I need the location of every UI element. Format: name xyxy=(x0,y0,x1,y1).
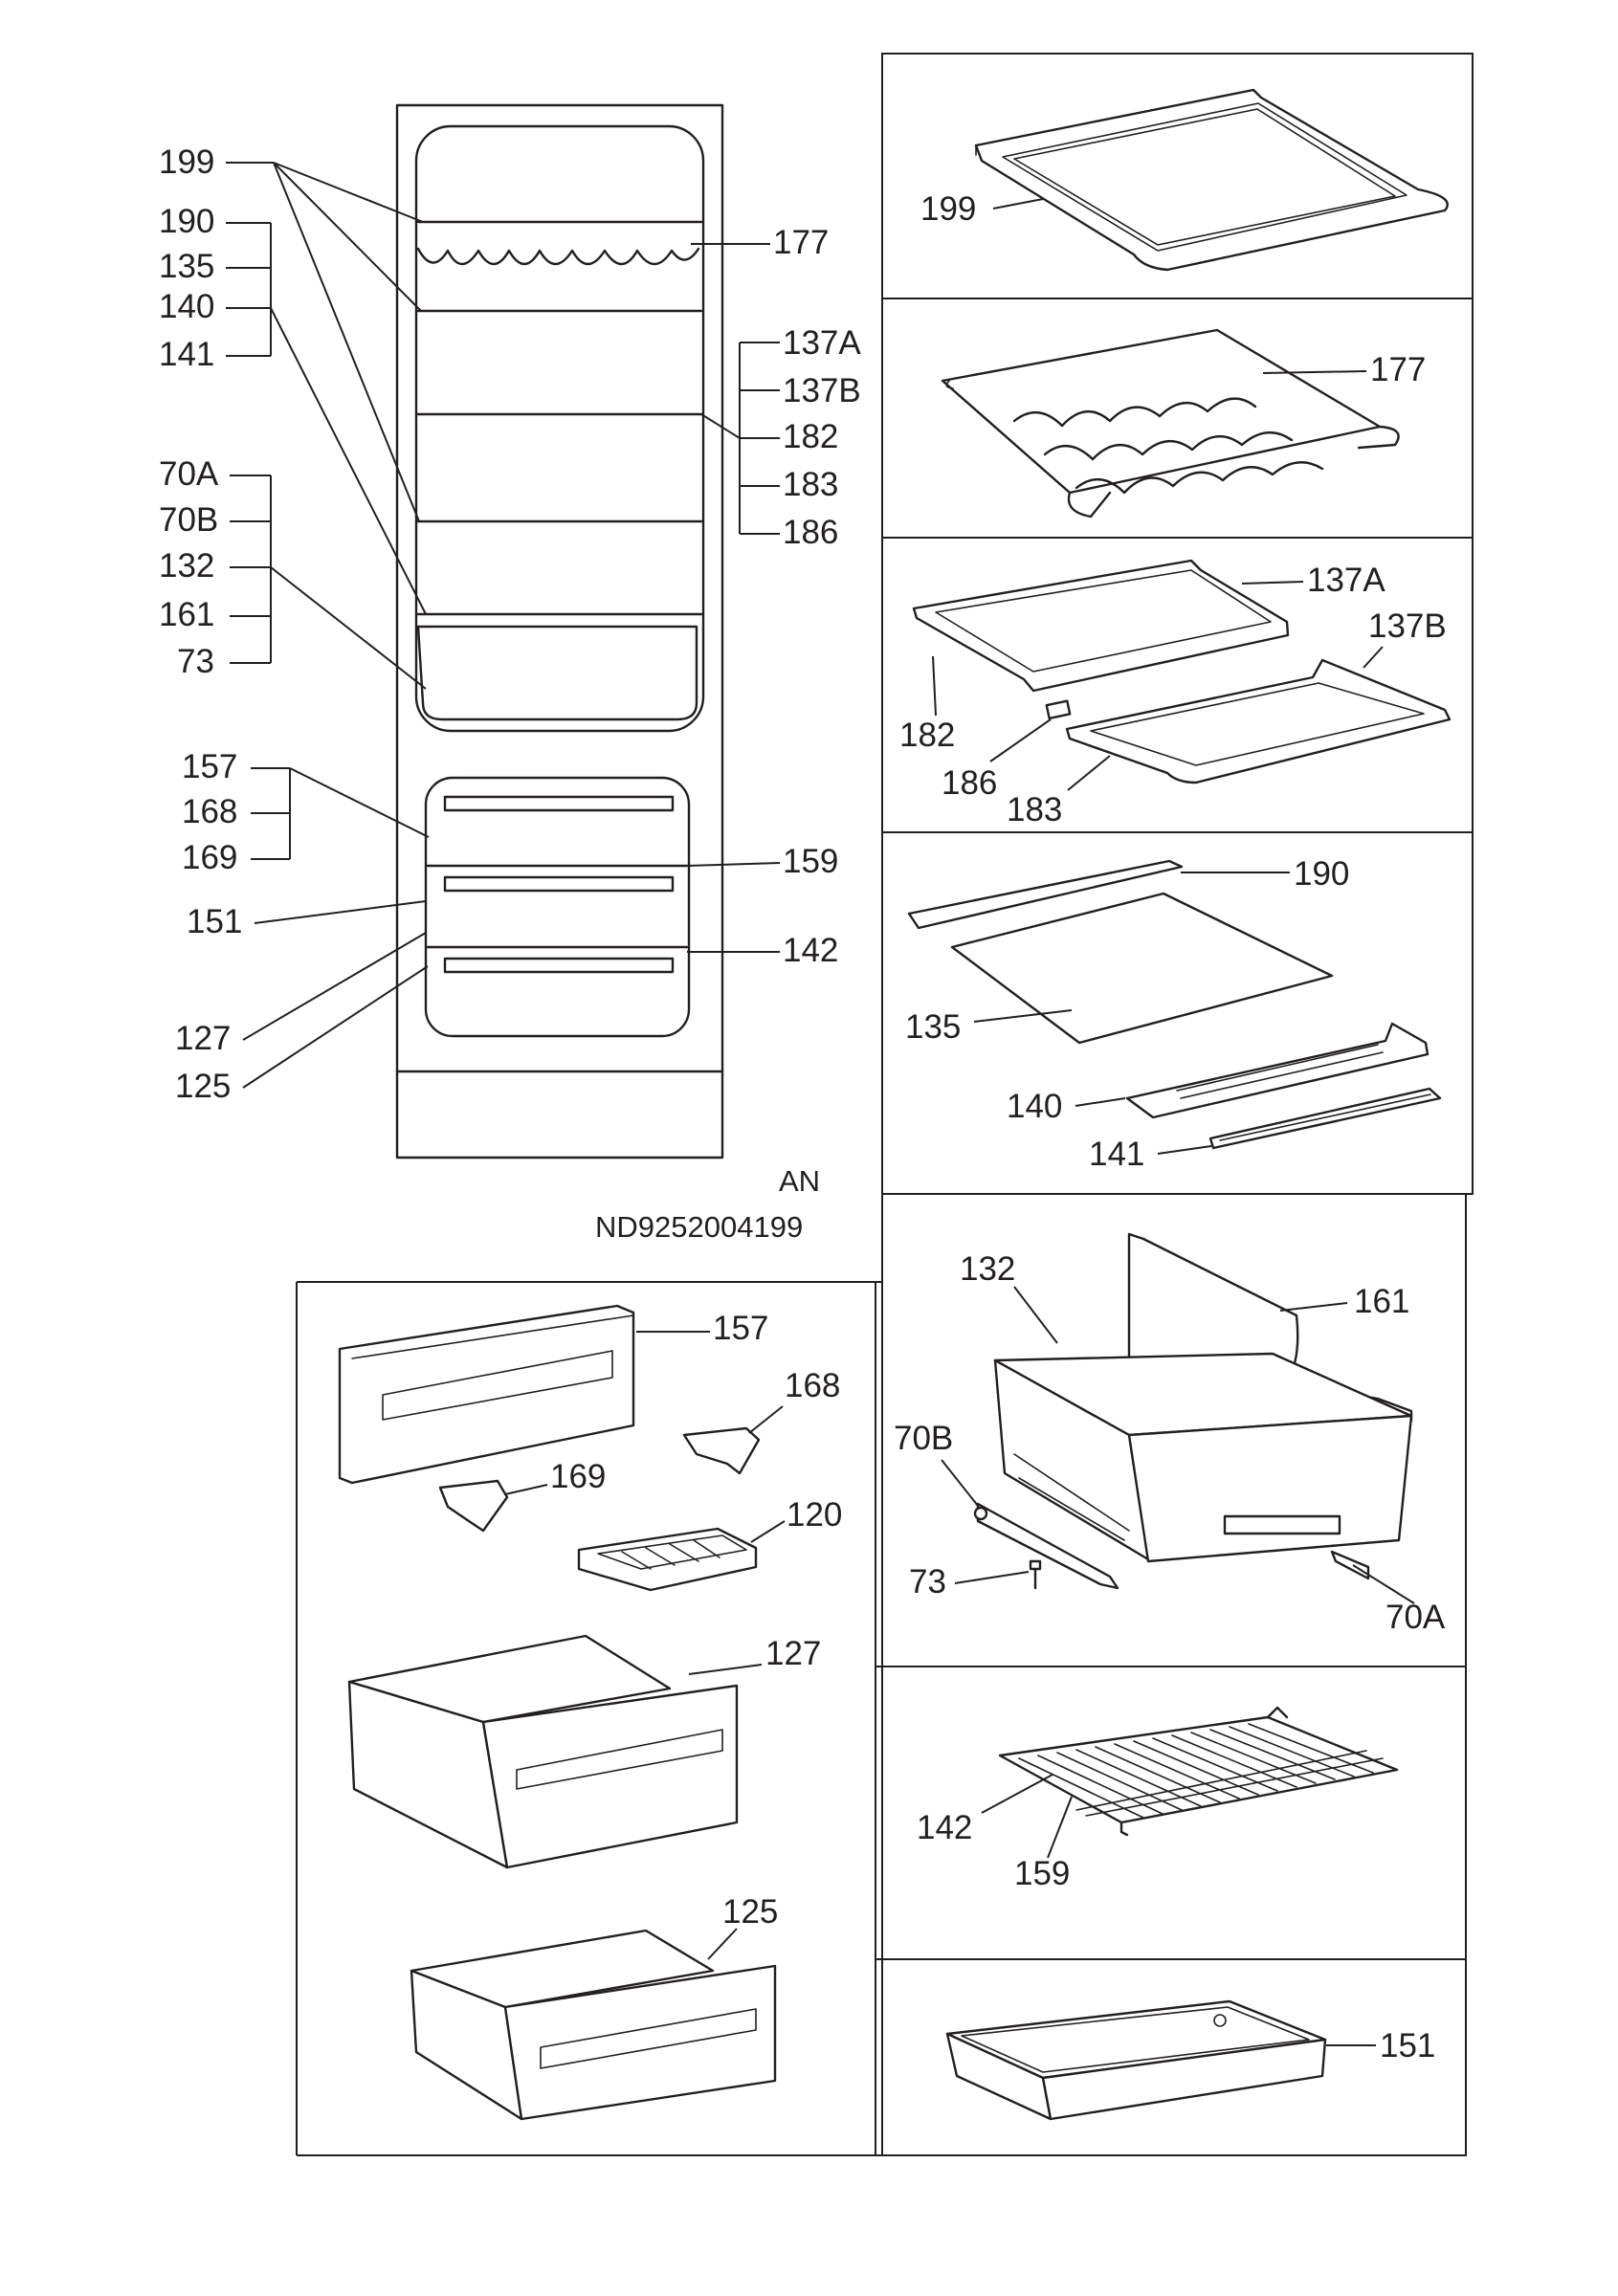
callout-190: 190 xyxy=(159,203,214,240)
panel-split-shelf: 137A 137B 182 186 183 xyxy=(899,559,1452,828)
callout-140: 140 xyxy=(159,288,214,325)
callout-157-panel: 157 xyxy=(713,1310,768,1347)
callout-142: 142 xyxy=(783,932,838,969)
callout-142-panel: 142 xyxy=(917,1809,972,1846)
right-panel-frames xyxy=(881,53,1474,1195)
overview-right-leaders xyxy=(686,243,781,953)
callout-140-panel: 140 xyxy=(1007,1088,1062,1125)
callout-159: 159 xyxy=(783,843,838,880)
callout-73: 73 xyxy=(177,643,214,680)
callout-186: 186 xyxy=(783,514,838,551)
callout-183-panel: 183 xyxy=(1007,791,1062,828)
callout-157: 157 xyxy=(182,748,237,785)
callout-132: 132 xyxy=(159,547,214,585)
callout-177: 177 xyxy=(773,224,829,261)
callout-168-panel: 168 xyxy=(785,1367,840,1404)
callout-190-panel: 190 xyxy=(1294,855,1349,893)
overview-left-leaders xyxy=(226,162,430,1089)
callout-137A-panel: 137A xyxy=(1307,562,1385,599)
callout-161-panel: 161 xyxy=(1354,1283,1409,1320)
callout-70B-panel: 70B xyxy=(894,1420,953,1457)
panel-crisper: 132 161 70B 73 70A xyxy=(894,1232,1446,1636)
lower-panel-frames xyxy=(296,1194,1467,2156)
panel-freezer-parts: 157 168 169 120 127 125 xyxy=(338,1304,842,2121)
callout-125-panel: 125 xyxy=(722,1893,778,1931)
callout-168: 168 xyxy=(182,793,237,830)
callout-70B: 70B xyxy=(159,501,218,539)
callout-186-panel: 186 xyxy=(942,764,997,802)
callout-73-panel: 73 xyxy=(909,1563,946,1601)
callout-141-panel: 141 xyxy=(1089,1136,1144,1173)
callout-182-panel: 182 xyxy=(899,717,955,754)
callout-120-panel: 120 xyxy=(787,1496,842,1534)
callout-183: 183 xyxy=(783,466,838,503)
panel-wire-shelf: 142 159 xyxy=(917,1706,1399,1892)
callout-70A: 70A xyxy=(159,455,219,493)
panel-tray: 151 xyxy=(945,1999,1435,2121)
callout-177-panel: 177 xyxy=(1370,351,1426,388)
callout-159-panel: 159 xyxy=(1014,1855,1070,1892)
callout-127: 127 xyxy=(175,1020,231,1057)
diagram-code: ND9252004199 xyxy=(595,1210,803,1244)
overview-right-callouts: 177 137A 137B 182 183 186 159 142 xyxy=(773,224,861,969)
panel-cover-shelf: 190 135 140 141 xyxy=(905,855,1442,1173)
callout-127-panel: 127 xyxy=(765,1635,821,1672)
callout-151: 151 xyxy=(187,903,242,940)
panel-bottle-rack: 177 xyxy=(941,328,1426,519)
callout-135-panel: 135 xyxy=(905,1008,961,1046)
callout-137B-panel: 137B xyxy=(1368,607,1447,645)
callout-135: 135 xyxy=(159,248,214,285)
fridge-overview xyxy=(395,103,724,1159)
callout-169-panel: 169 xyxy=(550,1458,606,1495)
callout-137B: 137B xyxy=(783,372,861,409)
callout-169: 169 xyxy=(182,839,237,876)
callout-141: 141 xyxy=(159,336,214,373)
callout-132-panel: 132 xyxy=(960,1250,1015,1288)
variant-label: AN xyxy=(779,1164,820,1198)
panel-glass-shelf: 199 xyxy=(920,88,1449,272)
overview-left-callouts: 199 190 135 140 141 70A 70B 132 161 73 1… xyxy=(159,144,242,1105)
callout-161: 161 xyxy=(159,596,214,633)
callout-199-panel: 199 xyxy=(920,190,976,228)
callout-182: 182 xyxy=(783,418,838,455)
callout-151-panel: 151 xyxy=(1380,2027,1435,2064)
callout-70A-panel: 70A xyxy=(1385,1599,1446,1636)
callout-199: 199 xyxy=(159,144,214,181)
callout-137A: 137A xyxy=(783,324,861,362)
callout-125: 125 xyxy=(175,1068,231,1105)
